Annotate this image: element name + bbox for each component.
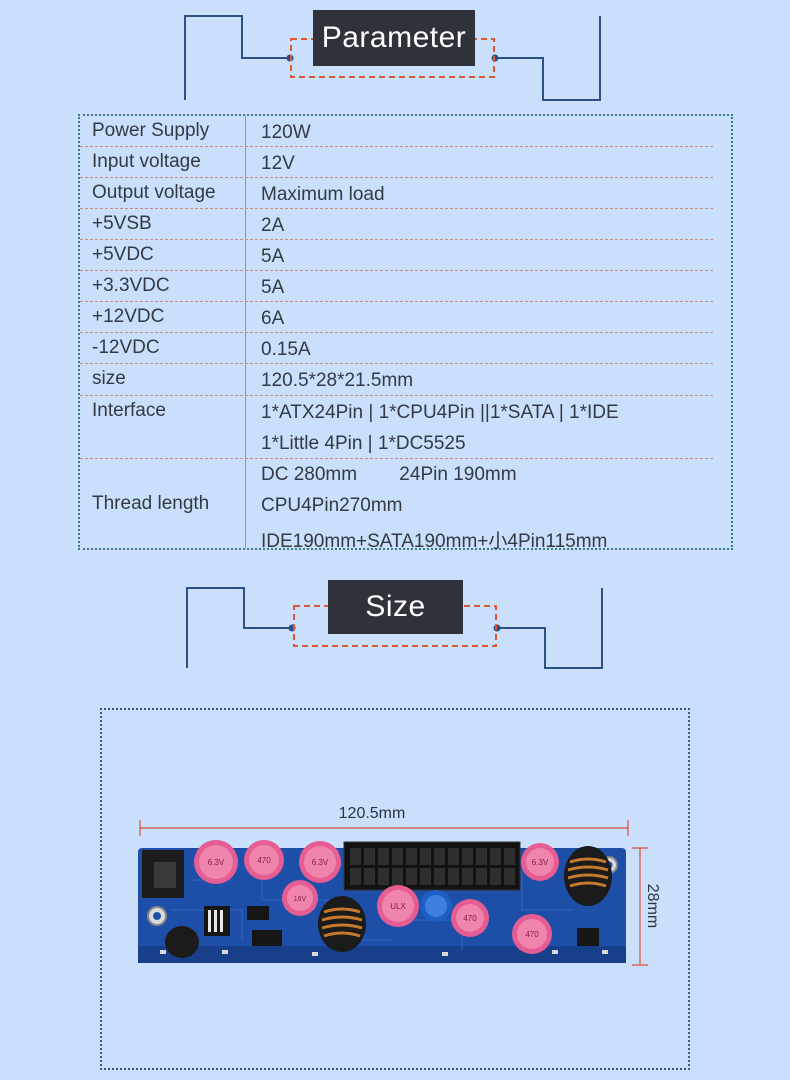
row-value-line-1: DC 280mm 24Pin 190mm [261,464,517,485]
row-value: 12V [261,153,295,174]
ic-chip [252,930,282,946]
table-row: Output voltage Maximum load [80,178,731,209]
row-divider [80,395,713,396]
width-dimension-label: 120.5mm [339,805,406,822]
row-label: +5VDC [92,244,154,265]
svg-text:6.3V: 6.3V [532,858,549,867]
row-label: Input voltage [92,151,201,172]
table-row: Input voltage 12V [80,147,731,178]
spec-table: Power Supply 120W Input voltage 12V Outp… [78,114,733,552]
table-row: +3.3VDC 5A [80,271,731,302]
row-label: +5VSB [92,213,152,234]
row-value: 120.5*28*21.5mm [261,370,414,391]
size-heading-group: Size [0,580,790,672]
row-divider [80,146,713,147]
row-divider [80,332,713,333]
capacitor: 6.3V [194,840,238,884]
row-divider [80,363,713,364]
row-label: +3.3VDC [92,275,170,296]
capacitor: 470 [244,840,284,880]
ic-chip [577,928,599,946]
svg-text:6.3V: 6.3V [208,858,225,867]
row-value: 6A [261,308,285,329]
row-value-line-3: IDE190mm+SATA190mm+小4Pin115mm [261,531,608,552]
size-title: Size [328,580,463,634]
capacitor: 470 [451,899,489,937]
row-divider [80,301,713,302]
table-row: -12VDC 0.15A [80,333,731,364]
height-dimension-line [632,847,648,966]
row-value: 5A [261,277,285,298]
row-label: Interface [92,400,166,421]
table-row-interface: Interface 1*ATX24Pin | 1*CPU4Pin ||1*SAT… [80,396,731,458]
svg-text:470: 470 [463,914,477,923]
row-divider [80,177,713,178]
row-label: -12VDC [92,337,160,358]
svg-text:16V: 16V [294,896,307,903]
capacitor: 6.3V [521,843,559,881]
table-row: +5VSB 2A [80,209,731,240]
capacitor: ULX [377,885,419,927]
row-value: Maximum load [261,184,385,205]
table-row: +12VDC 6A [80,302,731,333]
blue-capacitor [420,890,452,922]
row-value-line-1: 1*ATX24Pin | 1*CPU4Pin ||1*SATA | 1*IDE [261,402,619,423]
row-divider [80,239,713,240]
parameter-title: Parameter [313,10,475,66]
row-divider [80,270,713,271]
row-value-line-2: CPU4Pin270mm [261,495,403,516]
row-value: 2A [261,215,285,236]
atx-24pin-connector [343,841,521,891]
dc-jack [142,850,184,898]
width-dimension-line [139,820,629,836]
ic-chip [247,906,269,920]
toroid-coil [564,846,612,906]
svg-text:470: 470 [525,930,539,939]
svg-text:6.3V: 6.3V [312,858,329,867]
capacitor: 6.3V [299,841,341,883]
row-label: size [92,368,126,389]
parameter-heading-group: Parameter [0,0,790,110]
size-panel: 6.3V 470 6.3V 16V ULX 470 6.3V 470 [100,708,690,1070]
height-dimension-label: 28mm [644,884,661,928]
row-value: 0.15A [261,339,311,360]
row-divider [80,208,713,209]
svg-text:470: 470 [257,856,271,865]
inductor [165,926,199,958]
table-row: +5VDC 5A [80,240,731,271]
table-row-thread-length: Thread length DC 280mm 24Pin 190mm CPU4P… [80,459,731,552]
row-label: Output voltage [92,182,216,203]
row-value-line-2: 1*Little 4Pin | 1*DC5525 [261,433,466,454]
row-label: Thread length [92,493,210,514]
table-row: size 120.5*28*21.5mm [80,364,731,395]
capacitor: 470 [512,914,552,954]
row-divider [80,458,713,459]
row-value: 5A [261,246,285,267]
row-value: 120W [261,122,311,143]
svg-text:ULX: ULX [390,902,406,911]
row-label: Power Supply [92,120,210,141]
row-label: +12VDC [92,306,165,327]
board-illustration: 6.3V 470 6.3V 16V ULX 470 6.3V 470 [138,805,661,966]
table-row: Power Supply 120W [80,116,731,147]
capacitor: 16V [282,880,318,916]
toroid-coil [318,896,366,952]
